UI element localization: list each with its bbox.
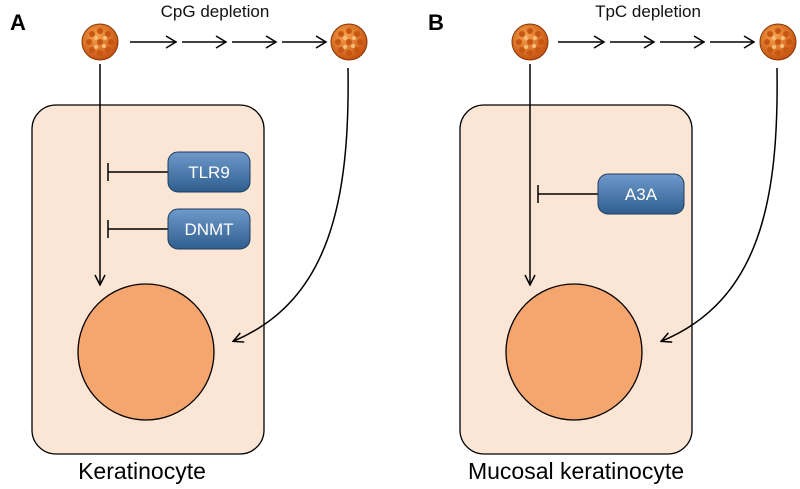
- panel-a-protein-dnmt-label: DNMT: [184, 220, 233, 239]
- panel-a-cell-label: Keratinocyte: [78, 458, 206, 484]
- panel-a-protein-dnmt: DNMT: [167, 208, 251, 250]
- panel-b-inhibition-a3a: [537, 185, 598, 203]
- panel-a-nucleus: [77, 283, 215, 421]
- panel-a-inhibition-tlr9: [107, 163, 168, 181]
- panel-b-virus-end-icon: [759, 23, 797, 61]
- panel-b-cell-label: Mucosal keratinocyte: [468, 458, 684, 484]
- panel-b-virus-start-icon: [511, 23, 549, 61]
- panel-a-protein-tlr9-label: TLR9: [188, 163, 230, 182]
- panel-a-inhibition-dnmt: [107, 220, 168, 238]
- panel-a-letter: A: [10, 10, 26, 35]
- panel-b: B TpC depletion A3A Mucosal kerati: [428, 2, 797, 484]
- panel-b-process-label: TpC depletion: [595, 2, 701, 21]
- panel-b-protein-a3a: A3A: [597, 173, 685, 215]
- panel-a-process-label: CpG depletion: [161, 2, 270, 21]
- panel-b-letter: B: [428, 10, 444, 35]
- panel-b-curved-arrow: [662, 67, 778, 341]
- panel-b-nucleus: [505, 283, 643, 421]
- panel-a: A CpG depletion TLR9: [10, 2, 368, 484]
- panel-a-virus-start-icon: [81, 23, 119, 61]
- panel-a-curved-arrow: [234, 67, 349, 341]
- panel-a-protein-tlr9: TLR9: [167, 151, 251, 193]
- panel-a-virus-end-icon: [330, 23, 368, 61]
- panel-b-protein-a3a-label: A3A: [625, 185, 658, 204]
